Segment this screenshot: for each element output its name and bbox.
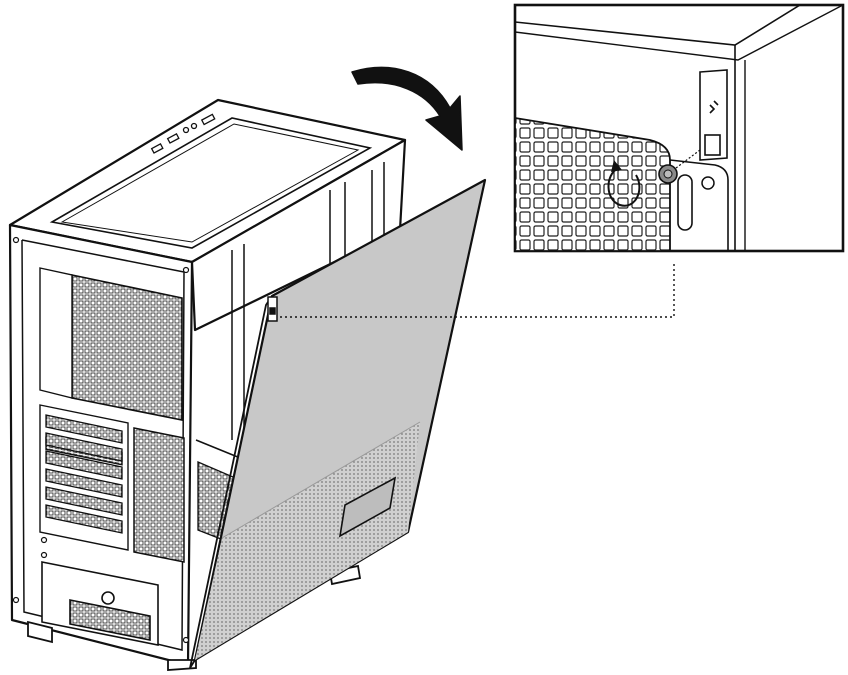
psu-side-mesh <box>134 428 184 562</box>
detail-inset <box>515 5 843 251</box>
inset-panel-tab <box>700 70 727 160</box>
panel-thumbscrew-tab <box>268 297 277 321</box>
